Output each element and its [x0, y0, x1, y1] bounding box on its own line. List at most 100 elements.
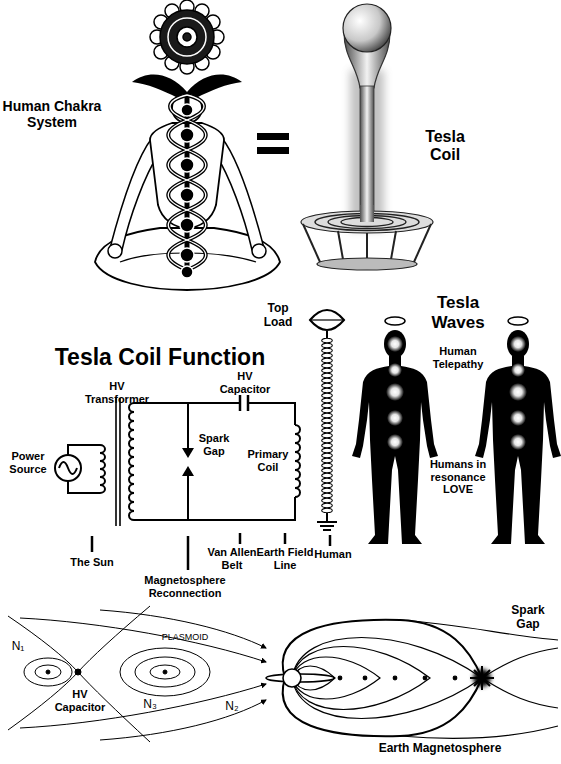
leader-tick — [91, 536, 94, 552]
spark-gap-star — [470, 666, 494, 690]
wire — [326, 331, 328, 338]
section-heading: Tesla Coil Function — [10, 344, 310, 370]
field-label: N₁ — [3, 640, 33, 654]
field-point — [163, 670, 167, 674]
part-label: HV Capacitor — [48, 688, 112, 713]
chakra-figure — [95, 0, 280, 290]
arm — [110, 138, 158, 250]
transformer-secondary — [129, 403, 134, 520]
equals-bar — [257, 147, 289, 154]
chakra-circle — [180, 188, 194, 202]
arm — [216, 138, 264, 250]
wire — [248, 403, 295, 425]
axis-dot — [423, 676, 427, 680]
axis-dot — [363, 676, 367, 680]
spark-gap-electrode — [182, 448, 194, 458]
sine-symbol — [59, 462, 77, 474]
wire — [134, 497, 295, 520]
field-line — [292, 657, 380, 699]
axis-dot — [453, 676, 457, 680]
transformer-primary — [100, 445, 105, 493]
field-line — [100, 610, 266, 648]
serpent-highlight — [168, 95, 206, 270]
plasmoid-loop — [120, 648, 210, 696]
ground-symbol — [323, 529, 331, 531]
field-loop — [35, 665, 61, 679]
serpent-highlight — [168, 95, 206, 270]
field-line — [292, 647, 430, 710]
lotus-ring — [177, 27, 197, 47]
transformer-core — [119, 398, 121, 526]
coil-column — [360, 205, 374, 222]
mapping-label: Earth Field Line — [253, 546, 317, 571]
crown-lotus — [150, 0, 224, 74]
part-label: HV Transformer — [81, 380, 153, 405]
hand — [252, 244, 266, 258]
figure-label: Tesla Coil — [415, 128, 475, 165]
ac-source-symbol — [55, 455, 81, 481]
x-point — [75, 669, 81, 675]
part-label: Spark Gap — [194, 432, 234, 457]
field-loop — [24, 658, 72, 686]
part-label: Power Source — [5, 450, 51, 475]
figure-label: Human Chakra System — [0, 98, 104, 130]
chakra-circle — [181, 266, 193, 278]
primary-coil-symbol — [295, 425, 300, 497]
base-leg — [303, 224, 320, 262]
serpent-channel — [168, 95, 206, 270]
earth-symbol — [283, 669, 301, 687]
lotus-ring — [168, 18, 206, 56]
mapping-label: Magnetosphere Reconnection — [139, 574, 231, 599]
field-line — [20, 684, 266, 728]
leader-tick — [239, 533, 242, 544]
lotus-disc — [160, 10, 214, 64]
transformer-core — [115, 398, 117, 526]
leader-tick — [284, 533, 287, 544]
field-label: N₃ — [135, 698, 165, 712]
serpent-channel — [168, 95, 206, 270]
chakra-circle — [180, 248, 194, 262]
separatrix-line — [8, 606, 150, 730]
axis-dot — [393, 676, 397, 680]
tail-line — [482, 678, 558, 708]
part-label: Humans in resonance LOVE — [429, 458, 487, 496]
magnetosphere-diagram — [266, 620, 558, 739]
wire — [68, 445, 100, 455]
coil-column — [360, 86, 374, 222]
wire — [187, 472, 189, 520]
field-line — [20, 618, 266, 662]
human-silhouette — [475, 317, 561, 544]
equals-bar — [257, 133, 289, 140]
tail-line — [400, 726, 558, 738]
part-label: Primary Coil — [245, 448, 291, 473]
section-label: Tesla Waves — [418, 293, 498, 332]
top-load-symbol — [311, 319, 343, 320]
mapping-label: The Sun — [52, 556, 132, 569]
mapping-label: Van Allen Belt — [202, 546, 262, 571]
field-label: PLASMOID — [145, 632, 225, 642]
hand — [108, 244, 122, 258]
axis-dot — [338, 676, 342, 680]
ground-symbol — [320, 525, 334, 527]
plasmoid-loop — [150, 665, 180, 679]
wire — [187, 403, 189, 452]
chakra-circle — [181, 104, 193, 116]
leader-tick — [187, 536, 190, 570]
part-label: Spark Gap — [506, 604, 550, 632]
part-label: HV Capacitor — [213, 370, 277, 395]
base-plate — [317, 258, 417, 270]
field-point — [46, 670, 50, 674]
coil-glow — [350, 70, 384, 230]
wire — [326, 513, 328, 522]
wire — [68, 481, 100, 493]
plasmoid-loop — [135, 657, 195, 687]
capacitor-plate — [239, 395, 242, 411]
leader-tick — [329, 535, 332, 546]
base-leg — [414, 224, 431, 262]
field-line — [100, 700, 266, 740]
field-label: N₂ — [217, 700, 247, 714]
mapping-label: Human — [308, 548, 358, 561]
top-sphere — [343, 4, 391, 52]
